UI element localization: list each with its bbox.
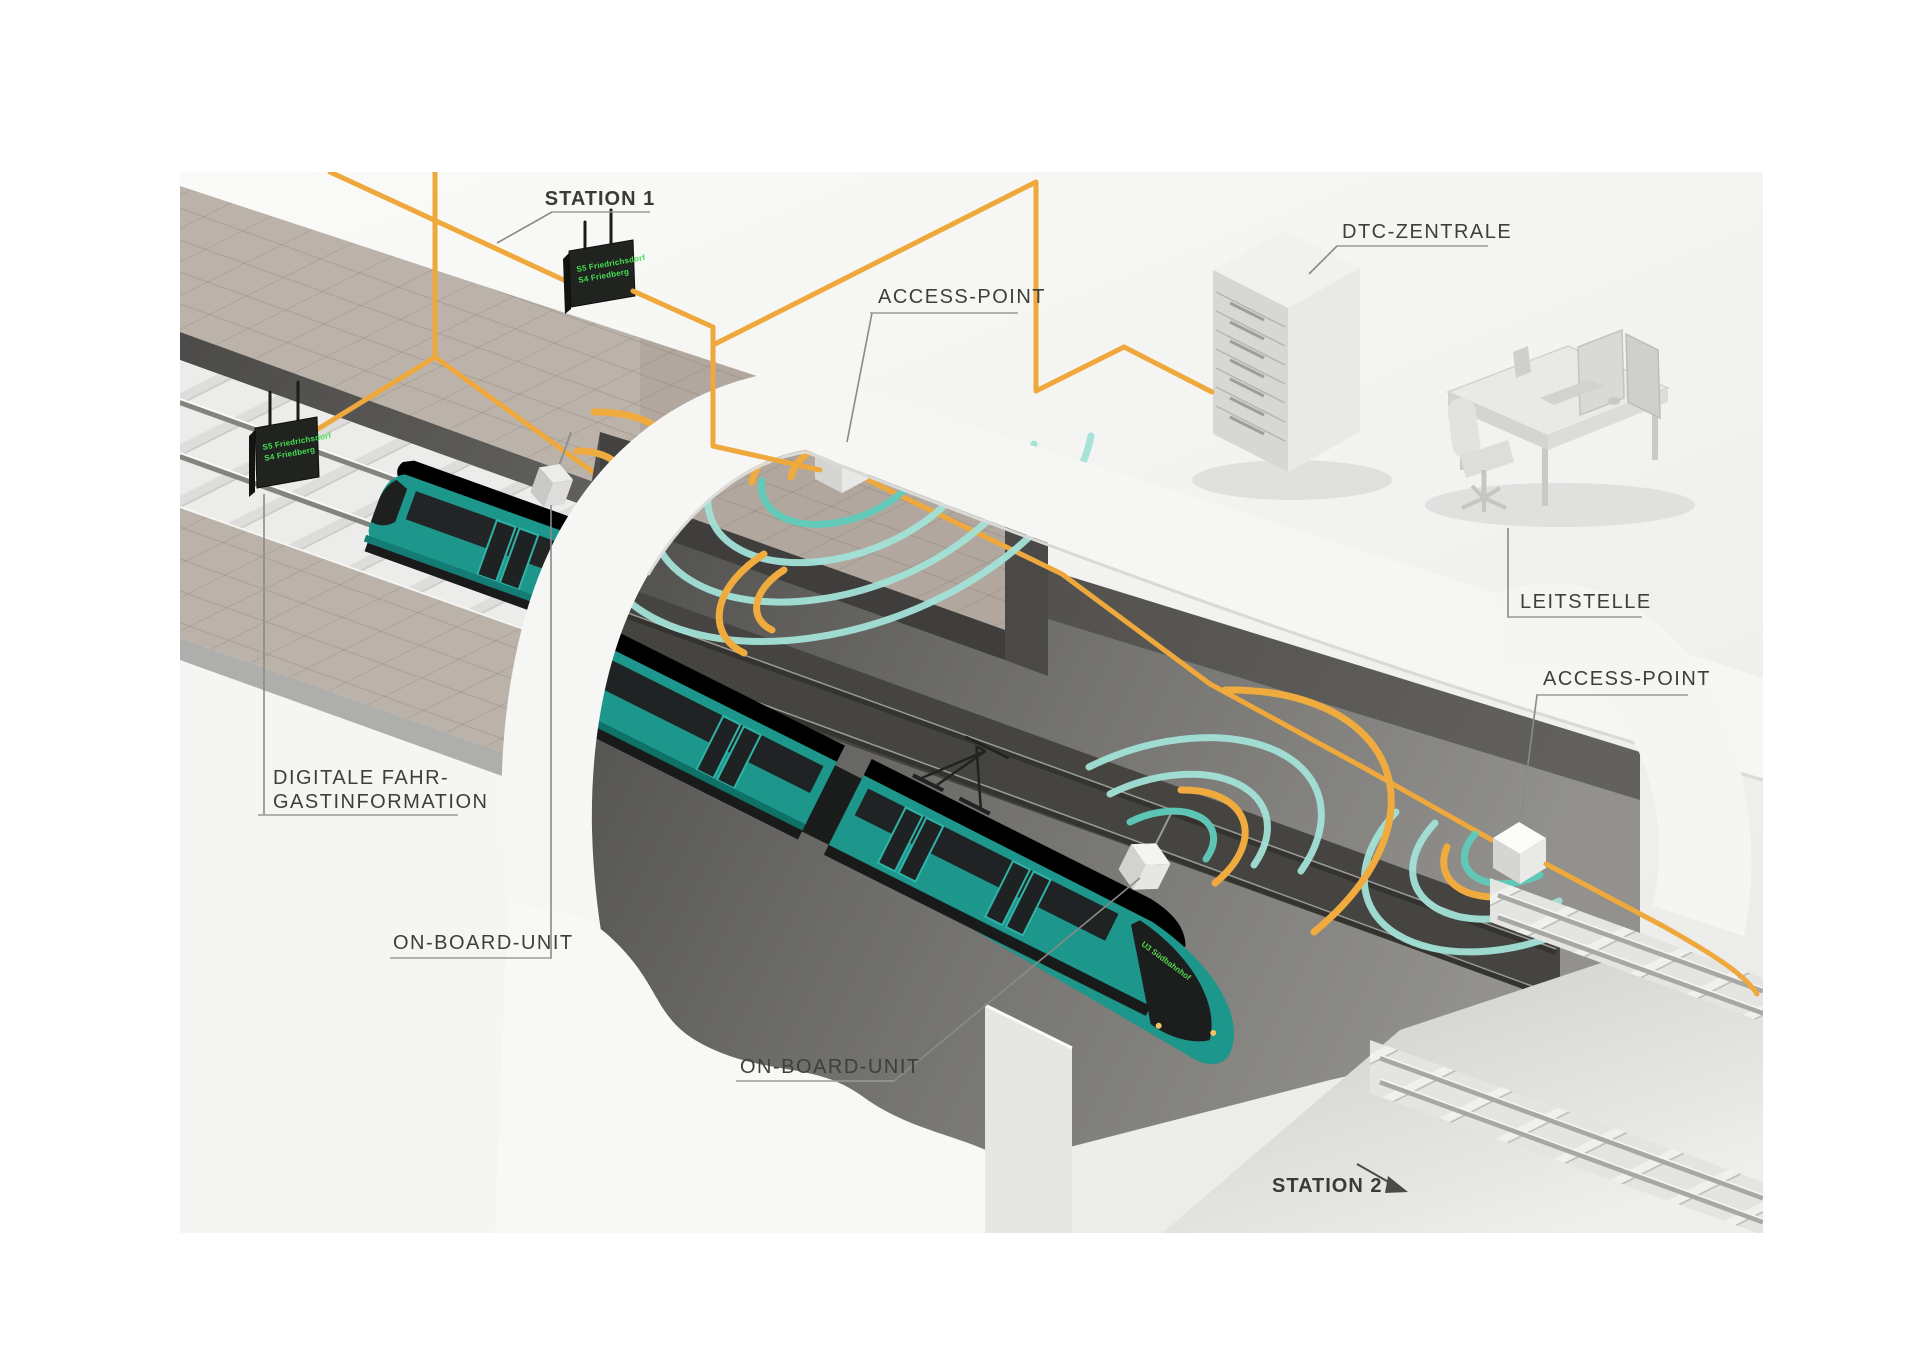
antenna-icon (558, 431, 573, 465)
access-point-2-cube (1493, 822, 1546, 884)
label-access-point-2: ACCESS-POINT (1543, 668, 1711, 690)
label-access-point-1: ACCESS-POINT (878, 286, 1046, 308)
label-station2: STATION 2 (1272, 1175, 1382, 1197)
control-desk (1425, 328, 1695, 527)
annotations: STATION 1 ACCESS-POINT DTC-ZENTRALE LEIT… (258, 188, 1711, 1197)
cable-tunnel-wall (865, 477, 1495, 843)
cable-network (630, 179, 1760, 997)
mouse-icon (1608, 397, 1620, 405)
passenger-display-1: S5 Friedrichsdorf S4 Friedberg (563, 208, 646, 314)
label-fahrgastinformation-line1: DIGITALE FAHR- (273, 767, 449, 789)
headlight-icon (1155, 1022, 1162, 1029)
tunnel-base-rock (495, 900, 990, 1233)
pantograph-icon (911, 735, 1010, 816)
label-leitstelle: LEITSTELLE (1520, 591, 1652, 613)
tunnel-portal-far (1496, 583, 1752, 936)
on-board-unit-1-box (530, 431, 574, 508)
train-windshield (1131, 920, 1212, 1042)
headlight-icon (1210, 1029, 1217, 1036)
label-fahrgastinformation-line2: GASTINFORMATION (273, 791, 488, 813)
leader-access-point-2 (1520, 694, 1538, 819)
server-rack (1192, 230, 1392, 500)
tunnel-exit-area (1162, 583, 1763, 1233)
leader-on-board-unit-2 (893, 877, 1141, 1082)
office-chair (1447, 398, 1514, 512)
on-board-unit-2-box (1118, 810, 1174, 890)
antenna-icon (1155, 810, 1174, 844)
train-tunnel: U3 Südbahnhof (540, 616, 1234, 1065)
leader-access-point-1 (846, 312, 873, 443)
label-on-board-unit-1: ON-BOARD-UNIT (393, 932, 574, 954)
leader-station1 (496, 211, 553, 244)
passenger-display-2: S5 Friedrichsdorf S4 Friedberg (249, 380, 332, 497)
exit-track-upper (1490, 878, 1763, 1022)
label-dtc-zentrale: DTC-ZENTRALE (1342, 221, 1512, 243)
label-station1: STATION 1 (545, 188, 655, 210)
keyboard-icon (1540, 379, 1604, 405)
exit-track-lower (1370, 1040, 1763, 1233)
tunnel-shell (501, 370, 1763, 1062)
label-on-board-unit-2: ON-BOARD-UNIT (740, 1056, 921, 1078)
train-windshield (370, 479, 408, 526)
station2-arrow-icon (1356, 1163, 1408, 1193)
station2-wall (985, 1005, 1072, 1233)
monitor-icon (1577, 328, 1661, 420)
leader-dtc-zentrale (1308, 245, 1338, 275)
desk-phone-icon (1513, 346, 1531, 378)
